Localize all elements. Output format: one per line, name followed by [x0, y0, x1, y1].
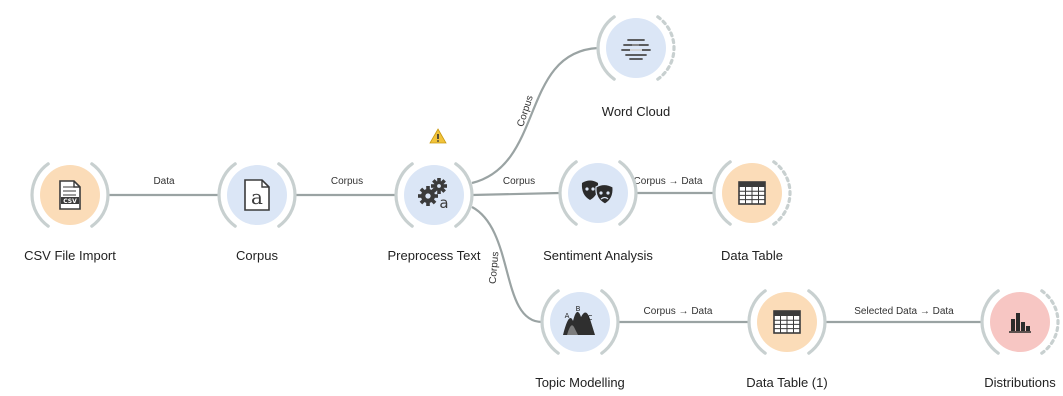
node-anchor-ring[interactable]	[277, 162, 297, 228]
node-label: Data Table (1)	[746, 375, 827, 390]
output-anchor-dashed[interactable]	[656, 15, 676, 81]
node-label: Topic Modelling	[535, 375, 625, 390]
node-anchor-ring[interactable]	[596, 15, 616, 81]
csv-icon-text: CSV	[63, 198, 77, 205]
node-sentiment[interactable]: Sentiment Analysis	[543, 160, 653, 263]
link-topic-datatable1[interactable]: Corpus → Data	[618, 306, 749, 324]
link-label: Selected Data → Data	[854, 306, 954, 317]
link-csv-corpus[interactable]: Data	[108, 176, 219, 197]
link-line[interactable]	[471, 191, 561, 197]
node-label: Corpus	[236, 248, 278, 263]
node-label: CSV File Import	[24, 248, 116, 263]
node-label: Data Table	[721, 248, 783, 263]
link-label: Corpus → Data	[634, 176, 703, 187]
node-body[interactable]	[606, 18, 666, 78]
link-corpus-preprocess[interactable]: Corpus	[295, 176, 396, 197]
topic-icon-letter: A	[565, 312, 570, 320]
node-anchor-ring[interactable]	[618, 160, 638, 226]
node-distributions[interactable]: Distributions	[980, 289, 1060, 390]
bar-chart-icon	[1009, 313, 1031, 333]
link-label: Corpus → Data	[644, 306, 713, 317]
node-anchor-ring[interactable]	[747, 289, 767, 355]
node-topic[interactable]: ABC Topic Modelling	[535, 289, 625, 390]
node-datatable1[interactable]: Data Table (1)	[746, 289, 828, 390]
node-anchor-ring[interactable]	[600, 289, 620, 355]
corpus-icon-letter: a	[251, 185, 263, 209]
link-datatable1-distributions[interactable]: Selected Data → Data	[825, 306, 982, 324]
topic-icon-letter: C	[588, 314, 593, 322]
topic-icon-letter: B	[576, 305, 581, 313]
node-label: Distributions	[984, 375, 1056, 390]
corpus-document-icon: a	[244, 179, 270, 211]
link-label: Corpus	[488, 251, 502, 284]
link-preprocess-sentiment[interactable]: Corpus	[471, 176, 561, 197]
warning-icon[interactable]	[429, 128, 447, 144]
table-icon	[738, 181, 766, 205]
node-label: Sentiment Analysis	[543, 248, 653, 263]
word-cloud-icon	[621, 39, 651, 60]
preprocess-icon-letter: a	[439, 194, 448, 212]
node-wordcloud[interactable]: Word Cloud	[596, 15, 676, 119]
node-label: Preprocess Text	[388, 248, 481, 263]
node-anchor-ring[interactable]	[217, 162, 237, 228]
node-anchor-ring[interactable]	[712, 160, 732, 226]
node-datatable[interactable]: Data Table	[712, 160, 792, 263]
link-preprocess-wordcloud[interactable]: Corpus	[471, 46, 599, 185]
table-icon	[773, 310, 801, 334]
node-csv[interactable]: CSV CSV File Import	[24, 162, 116, 263]
link-label: Corpus	[331, 176, 363, 187]
theater-masks-icon	[581, 180, 614, 205]
link-sentiment-datatable[interactable]: Corpus → Data	[634, 176, 714, 195]
node-anchor-ring[interactable]	[454, 162, 474, 228]
output-anchor-dashed[interactable]	[1040, 289, 1060, 355]
link-line[interactable]	[471, 46, 599, 185]
link-label: Data	[153, 176, 175, 187]
link-line[interactable]	[471, 206, 543, 324]
node-anchor-ring[interactable]	[90, 162, 110, 228]
node-anchor-ring[interactable]	[30, 162, 50, 228]
node-anchor-ring[interactable]	[540, 289, 560, 355]
csv-file-icon: CSV	[59, 180, 81, 210]
node-anchor-ring[interactable]	[394, 162, 414, 228]
node-anchor-ring[interactable]	[980, 289, 1000, 355]
gears-text-icon: a	[418, 178, 449, 212]
output-anchor-dashed[interactable]	[772, 160, 792, 226]
node-anchor-ring[interactable]	[807, 289, 827, 355]
node-anchor-ring[interactable]	[558, 160, 578, 226]
link-label: Corpus	[503, 176, 535, 187]
node-label: Word Cloud	[602, 104, 670, 119]
link-preprocess-topic[interactable]: Corpus	[471, 206, 543, 324]
topic-mountains-icon: ABC	[563, 305, 595, 335]
